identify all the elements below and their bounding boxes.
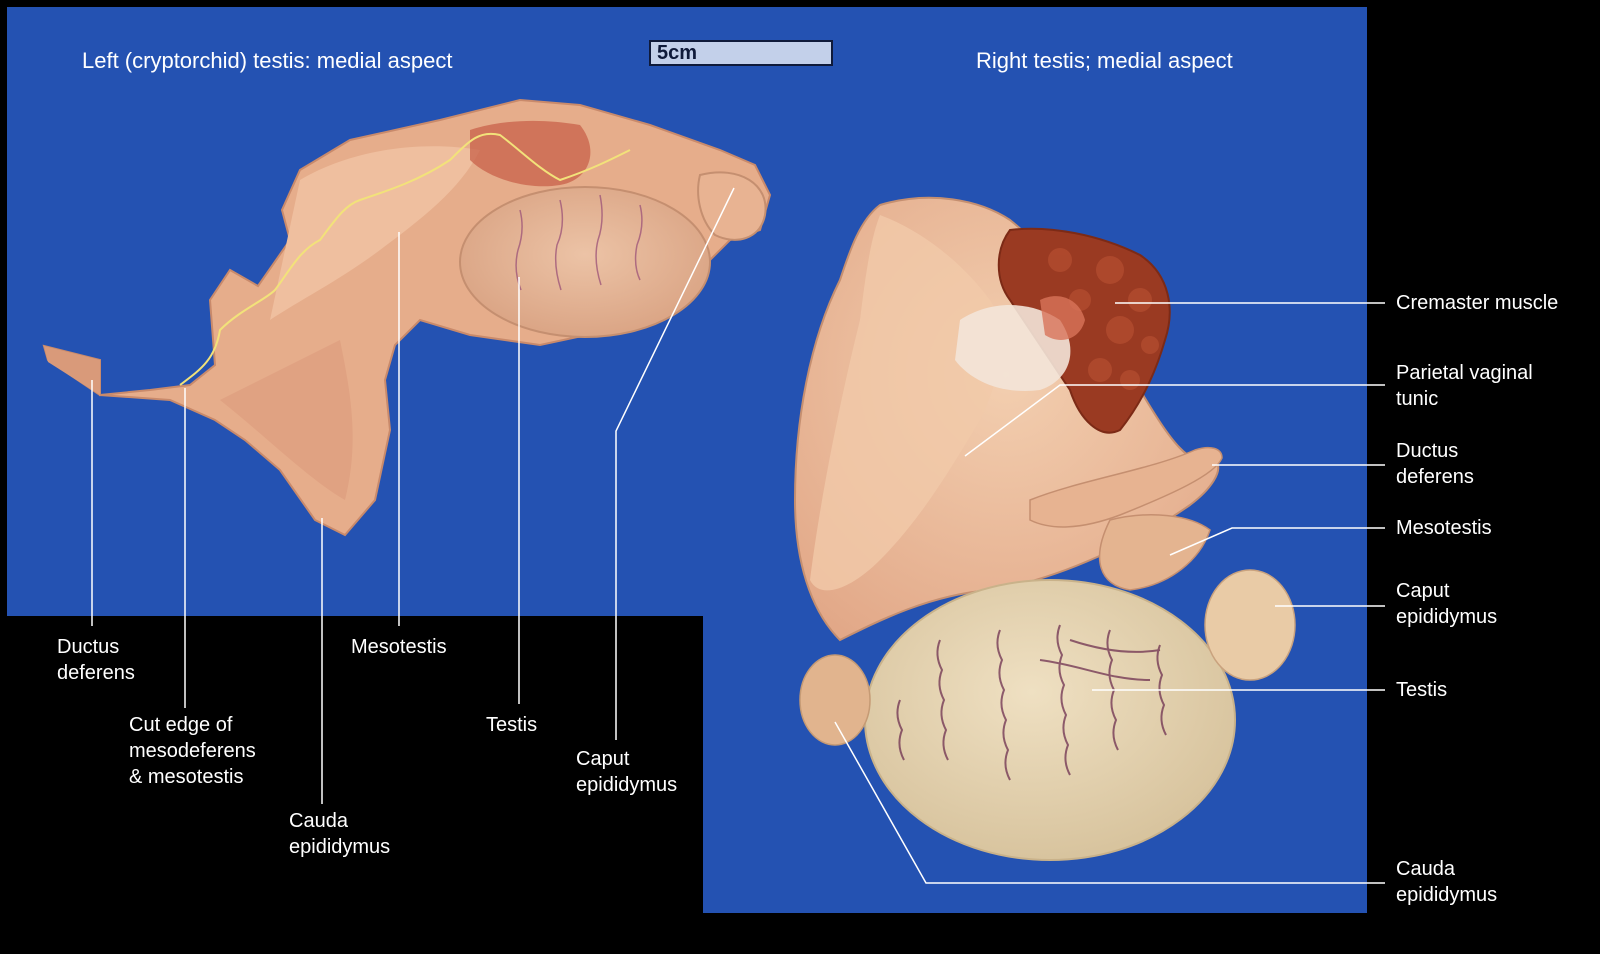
label-right-cauda-epididymus: Cauda epididymus bbox=[1396, 858, 1498, 906]
label-right-ductus-deferens: Ductus deferens bbox=[1396, 440, 1474, 488]
label-right-testis: Testis bbox=[1396, 679, 1448, 701]
leader-line-left-caput bbox=[615, 187, 735, 740]
scale-bar: 5cm bbox=[649, 40, 833, 66]
label-left-cauda-epididymus: Cauda epididymus bbox=[289, 810, 391, 858]
left-panel-title: Left (cryptorchid) testis: medial aspect bbox=[82, 48, 453, 73]
left-specimen bbox=[42, 98, 772, 537]
label-left-testis: Testis bbox=[486, 714, 538, 736]
right-specimen bbox=[793, 196, 1296, 861]
label-left-mesotestis: Mesotestis bbox=[351, 636, 447, 658]
label-right-mesotestis: Mesotestis bbox=[1396, 517, 1492, 539]
leader-lines bbox=[91, 187, 1385, 884]
label-left-caput-epididymus: Caput epididymus bbox=[576, 748, 678, 796]
leader-line-right-mesotestis bbox=[1169, 527, 1385, 556]
label-right-cremaster-muscle: Cremaster muscle bbox=[1396, 292, 1559, 314]
scale-bar-label: 5cm bbox=[657, 42, 698, 64]
leader-line-right-cauda bbox=[834, 721, 1385, 884]
label-left-ductus-deferens: Ductus deferens bbox=[57, 636, 135, 684]
label-left-cut-edge: Cut edge of mesodeferens & mesotestis bbox=[129, 714, 256, 788]
label-right-caput-epididymus: Caput epididymus bbox=[1396, 580, 1498, 628]
right-panel-title: Right testis; medial aspect bbox=[976, 48, 1233, 73]
label-right-parietal-vaginal-tunic: Parietal vaginal tunic bbox=[1396, 362, 1533, 410]
leader-line-right-parietal bbox=[964, 384, 1385, 457]
